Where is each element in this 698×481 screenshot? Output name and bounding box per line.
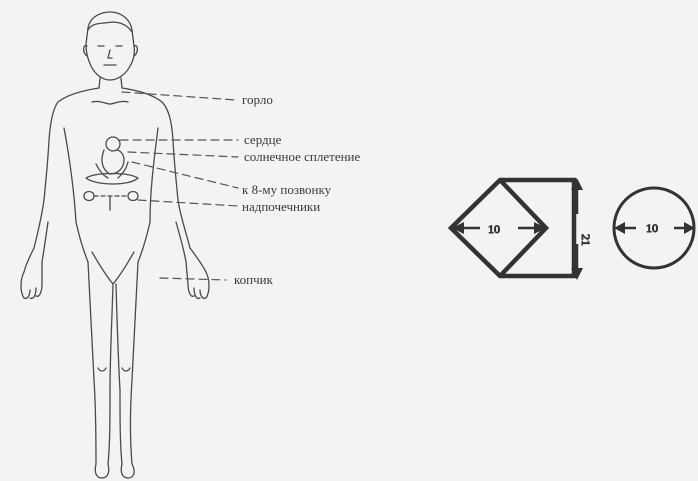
hexagon-width-label: 10 [488, 222, 500, 236]
clavicles [92, 101, 128, 104]
hip-right [138, 222, 150, 262]
hexagon-height-label: 21 [579, 234, 593, 246]
right-leg-inner [116, 284, 122, 464]
left-forearm [24, 248, 34, 272]
circle-figure: 10 [614, 188, 695, 268]
groin [92, 252, 134, 284]
label-solar-plexus: солнечное сплетение [244, 150, 360, 164]
heart-body [102, 150, 124, 174]
leader-throat [122, 92, 236, 100]
left-leg-outer [88, 262, 96, 464]
human-figure [21, 12, 209, 478]
torso-left [34, 88, 99, 248]
left-leg-inner [108, 284, 113, 464]
torso-right [122, 88, 190, 248]
knees [98, 368, 130, 371]
right-hand [186, 262, 209, 298]
leader-vertebra [132, 162, 238, 188]
organs [84, 137, 138, 201]
label-adrenals: надпочечники [242, 200, 320, 214]
left-forearm-inner [42, 222, 48, 262]
label-vertebra: к 8-му позвонку [242, 183, 331, 197]
leader-lines [120, 92, 238, 280]
leader-solar-plexus [128, 152, 238, 157]
right-forearm [190, 248, 206, 272]
right-flank [150, 128, 158, 222]
label-heart: сердце [244, 133, 281, 147]
right-foot [121, 464, 134, 478]
right-leg-outer [131, 262, 139, 464]
adrenal-left-icon [84, 192, 94, 201]
label-throat: горло [242, 93, 273, 107]
left-hand [21, 262, 42, 298]
left-foot [95, 464, 109, 478]
solar-plexus-icon [86, 174, 138, 185]
adrenal-right-icon [128, 192, 138, 201]
left-flank [64, 128, 76, 222]
hair [88, 22, 132, 32]
circle-diameter-label: 10 [646, 221, 658, 235]
hexagon-figure: 10 21 [451, 178, 593, 280]
heart-icon [106, 137, 120, 151]
label-coccyx: копчик [234, 273, 273, 287]
leader-adrenals [138, 200, 238, 206]
nose [108, 50, 112, 58]
leader-coccyx [160, 278, 226, 280]
hip-left [76, 222, 88, 262]
